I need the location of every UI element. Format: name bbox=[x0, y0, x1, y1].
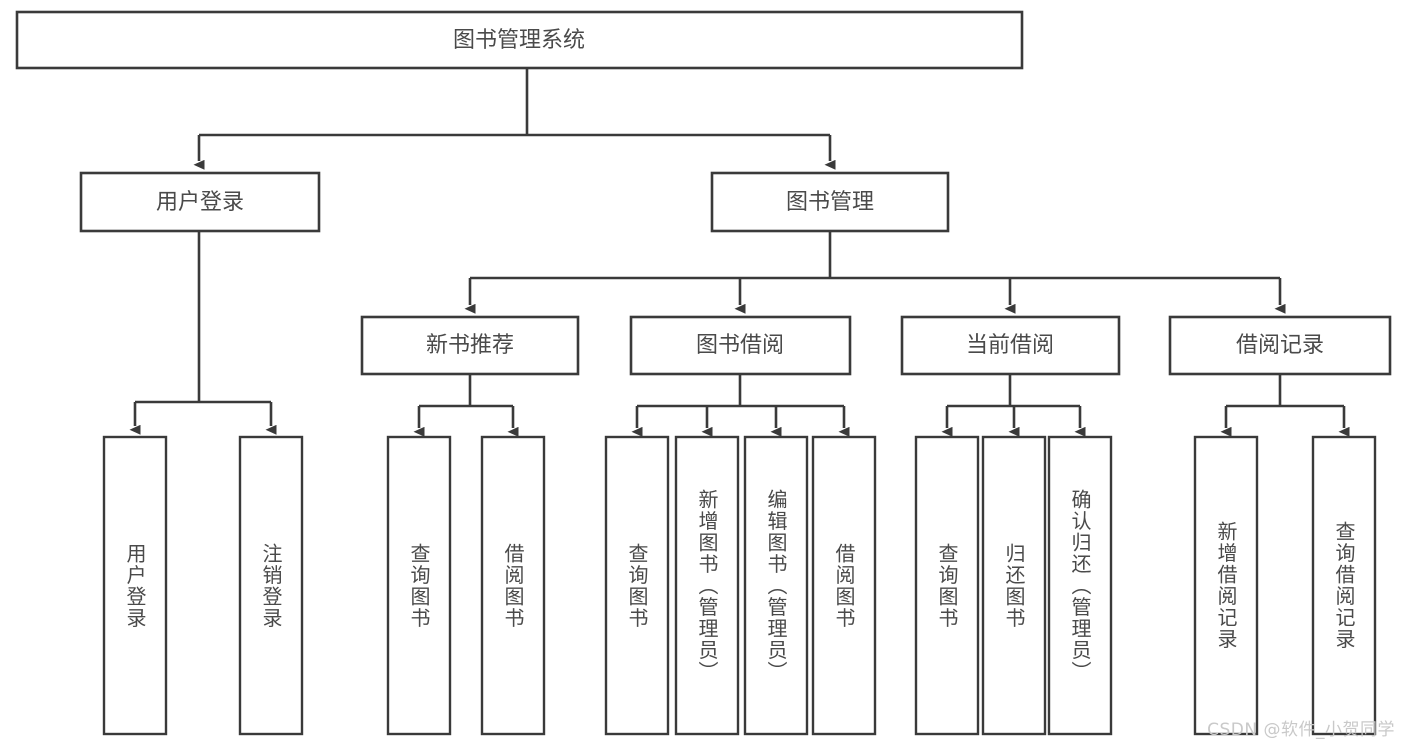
node-leaf-confirm-return-admin-box[interactable] bbox=[1047, 435, 1113, 736]
connector-group-current-borrow bbox=[941, 374, 1086, 437]
node-leaf-add-borrow-record[interactable]: 新增借阅记录 bbox=[1193, 435, 1259, 736]
node-leaf-edit-book-admin-label: 编辑图书（管理员） bbox=[764, 488, 788, 683]
node-leaf-user-login[interactable]: 用户登录 bbox=[102, 435, 168, 736]
node-current-borrow-label: 当前借阅 bbox=[966, 333, 1054, 358]
connector-group-user-login bbox=[129, 231, 277, 435]
node-leaf-query-borrow-record[interactable]: 查询借阅记录 bbox=[1311, 435, 1377, 736]
node-leaf-add-book-admin-box[interactable] bbox=[674, 435, 740, 736]
node-root-label: 图书管理系统 bbox=[453, 28, 585, 53]
node-leaf-borrow-book-box[interactable] bbox=[811, 435, 877, 736]
node-leaf-query-book-current[interactable]: 查询图书 bbox=[914, 435, 980, 736]
node-root-box[interactable] bbox=[15, 10, 1024, 70]
node-leaf-query-book-borrow-label: 查询图书 bbox=[625, 542, 649, 629]
node-book-manage-box[interactable] bbox=[710, 171, 950, 233]
node-leaf-logout-label: 注销登录 bbox=[259, 542, 283, 629]
connector-group-borrow-records bbox=[1220, 374, 1350, 437]
connector-group-root bbox=[193, 68, 836, 170]
node-leaf-query-book-borrow[interactable]: 查询图书 bbox=[604, 435, 670, 736]
node-new-book-recommend-label: 新书推荐 bbox=[426, 333, 514, 358]
node-leaf-edit-book-admin[interactable]: 编辑图书（管理员） bbox=[743, 435, 809, 736]
node-user-login-label: 用户登录 bbox=[156, 190, 244, 215]
node-book-borrow-label: 图书借阅 bbox=[696, 333, 784, 358]
node-leaf-confirm-return-admin[interactable]: 确认归还（管理员） bbox=[1047, 435, 1113, 736]
node-leaf-return-book-label: 归还图书 bbox=[1002, 542, 1026, 629]
node-leaf-add-book-admin[interactable]: 新增图书（管理员） bbox=[674, 435, 740, 736]
node-leaf-logout-box[interactable] bbox=[238, 435, 304, 736]
node-leaf-user-login-label: 用户登录 bbox=[123, 542, 147, 629]
node-leaf-borrow-book-newbook-label: 借阅图书 bbox=[501, 542, 525, 629]
node-user-login[interactable]: 用户登录 bbox=[79, 171, 321, 233]
node-leaf-add-borrow-record-box[interactable] bbox=[1193, 435, 1259, 736]
node-leaf-query-borrow-record-label: 查询借阅记录 bbox=[1332, 521, 1356, 650]
node-leaf-query-book-newbook[interactable]: 查询图书 bbox=[386, 435, 452, 736]
node-leaf-return-book[interactable]: 归还图书 bbox=[981, 435, 1047, 736]
node-leaf-query-book-newbook-box[interactable] bbox=[386, 435, 452, 736]
node-leaf-return-book-box[interactable] bbox=[981, 435, 1047, 736]
node-leaf-edit-book-admin-box[interactable] bbox=[743, 435, 809, 736]
node-book-borrow-box[interactable] bbox=[629, 315, 852, 376]
node-current-borrow-box[interactable] bbox=[900, 315, 1121, 376]
node-leaf-borrow-book-label: 借阅图书 bbox=[832, 542, 856, 629]
node-leaf-query-book-newbook-label: 查询图书 bbox=[407, 542, 431, 629]
node-leaf-logout[interactable]: 注销登录 bbox=[238, 435, 304, 736]
node-leaf-borrow-book[interactable]: 借阅图书 bbox=[811, 435, 877, 736]
node-book-manage[interactable]: 图书管理 bbox=[710, 171, 950, 233]
node-leaf-query-book-current-box[interactable] bbox=[914, 435, 980, 736]
node-book-borrow[interactable]: 图书借阅 bbox=[629, 315, 852, 376]
connector-group-book-borrow bbox=[631, 374, 850, 437]
node-current-borrow[interactable]: 当前借阅 bbox=[900, 315, 1121, 376]
node-leaf-add-borrow-record-label: 新增借阅记录 bbox=[1214, 521, 1238, 650]
node-new-book-recommend[interactable]: 新书推荐 bbox=[360, 315, 580, 376]
node-leaf-query-borrow-record-box[interactable] bbox=[1311, 435, 1377, 736]
node-leaf-query-book-borrow-box[interactable] bbox=[604, 435, 670, 736]
node-new-book-recommend-box[interactable] bbox=[360, 315, 580, 376]
node-leaf-user-login-box[interactable] bbox=[102, 435, 168, 736]
connector-group-book-manage bbox=[464, 231, 1286, 314]
node-book-manage-label: 图书管理 bbox=[786, 190, 874, 215]
node-leaf-borrow-book-newbook[interactable]: 借阅图书 bbox=[480, 435, 546, 736]
node-leaf-confirm-return-admin-label: 确认归还（管理员） bbox=[1068, 488, 1092, 683]
node-leaf-query-book-current-label: 查询图书 bbox=[935, 542, 959, 629]
node-user-login-box[interactable] bbox=[79, 171, 321, 233]
node-leaf-borrow-book-newbook-box[interactable] bbox=[480, 435, 546, 736]
node-borrow-records-label: 借阅记录 bbox=[1236, 333, 1324, 358]
node-borrow-records-box[interactable] bbox=[1168, 315, 1392, 376]
node-borrow-records[interactable]: 借阅记录 bbox=[1168, 315, 1392, 376]
node-root[interactable]: 图书管理系统 bbox=[15, 10, 1024, 70]
node-leaf-add-book-admin-label: 新增图书（管理员） bbox=[695, 488, 719, 683]
connector-group-new-book bbox=[413, 374, 519, 437]
